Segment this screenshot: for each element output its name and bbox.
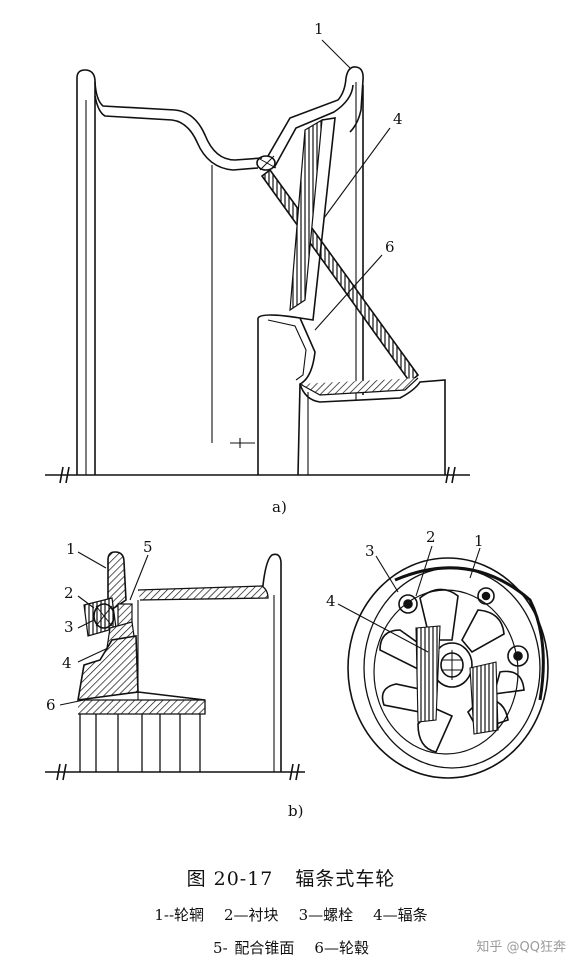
callout-b-5: 5 bbox=[143, 538, 153, 556]
break-mark-right bbox=[445, 466, 456, 484]
hub-outline bbox=[257, 314, 316, 476]
legend-item: 6—轮毂 bbox=[314, 939, 369, 957]
figure-title: 辐条式车轮 bbox=[295, 868, 396, 890]
wheel-perspective bbox=[337, 545, 549, 779]
callout-b-6: 6 bbox=[46, 696, 56, 714]
figure-a-section bbox=[45, 39, 470, 484]
callout-w-4: 4 bbox=[326, 592, 336, 610]
legend-line-2: 5- 配合锥面 6—轮毂 bbox=[0, 937, 582, 958]
rim-profile-outer bbox=[94, 81, 263, 161]
legend-item: 3—螺栓 bbox=[298, 906, 354, 924]
callout-a-1: 1 bbox=[314, 20, 324, 38]
legend-item: 1--轮辋 bbox=[154, 906, 205, 924]
sublabel-a: a) bbox=[272, 498, 287, 516]
figure-number: 图 20-17 bbox=[186, 868, 274, 890]
rim-profile-inner bbox=[94, 95, 259, 171]
callout-b-1: 1 bbox=[66, 540, 76, 558]
watermark: 知乎 @QQ狂奔 bbox=[476, 940, 566, 955]
legend-item: 2—衬块 bbox=[224, 906, 279, 924]
legend-line-1: 1--轮辋 2—衬块 3—螺栓 4—辐条 bbox=[0, 904, 582, 925]
callout-a-4: 4 bbox=[393, 110, 403, 128]
break-mark-left bbox=[59, 466, 70, 484]
legend-item: 5- 配合锥面 bbox=[213, 939, 295, 957]
callout-b-3: 3 bbox=[64, 618, 74, 636]
figure-b-section bbox=[45, 551, 305, 781]
callout-w-1: 1 bbox=[474, 532, 484, 550]
hub-flange bbox=[299, 379, 446, 475]
rim-right-outer bbox=[267, 66, 364, 157]
callout-w-3: 3 bbox=[365, 542, 375, 560]
rim-left-flange bbox=[76, 69, 96, 475]
callout-b-4: 4 bbox=[62, 654, 72, 672]
sublabel-b: b) bbox=[288, 802, 303, 820]
legend-item: 4—辐条 bbox=[373, 906, 428, 924]
callout-a-6: 6 bbox=[385, 238, 395, 256]
figure-caption: 图 20-17 辐条式车轮 bbox=[0, 864, 582, 891]
callout-w-2: 2 bbox=[426, 528, 436, 546]
callout-b-2: 2 bbox=[64, 584, 74, 602]
